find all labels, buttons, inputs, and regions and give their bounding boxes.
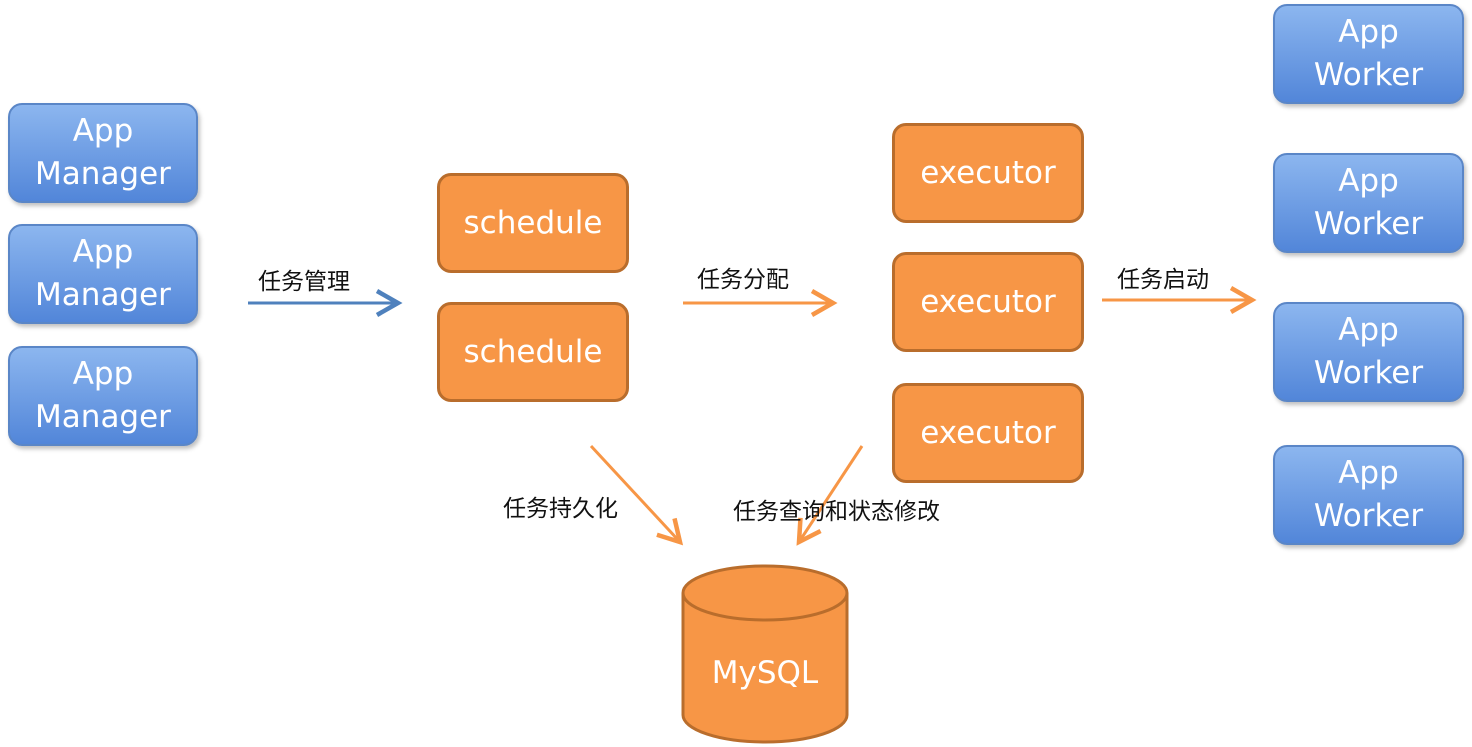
app-worker-label-line1: App bbox=[1338, 163, 1399, 199]
app-worker-label-line2: Worker bbox=[1313, 206, 1424, 242]
app-worker-label-line1: App bbox=[1338, 312, 1399, 348]
edge-label-task-management: 任务管理 bbox=[258, 269, 350, 295]
executor-box: executor bbox=[892, 252, 1084, 352]
executor-label: executor bbox=[920, 155, 1056, 191]
mysql-database-cylinder bbox=[681, 564, 849, 744]
app-manager-label-line2: Manager bbox=[35, 399, 171, 435]
arrow-task-persistence bbox=[589, 444, 684, 546]
edge-label-task-query-status: 任务查询和状态修改 bbox=[733, 499, 940, 525]
executor-box: executor bbox=[892, 123, 1084, 223]
app-manager-label-line1: App bbox=[72, 356, 134, 392]
executor-label: executor bbox=[920, 284, 1056, 320]
app-worker-label-line1: App bbox=[1338, 455, 1399, 491]
app-worker-label-line2: Worker bbox=[1313, 57, 1424, 93]
edge-label-task-launch: 任务启动 bbox=[1117, 267, 1209, 293]
edge-label-task-persistence: 任务持久化 bbox=[503, 496, 618, 522]
schedule-box: schedule bbox=[437, 302, 629, 402]
schedule-label: schedule bbox=[463, 205, 603, 241]
app-manager-label-line2: Manager bbox=[35, 156, 171, 192]
app-manager-label-line2: Manager bbox=[35, 277, 171, 313]
edge-label-task-distribution: 任务分配 bbox=[697, 267, 789, 293]
executor-box: executor bbox=[892, 383, 1084, 483]
arrow-task-query-status bbox=[796, 445, 864, 546]
app-worker-label-line1: App bbox=[1338, 14, 1399, 50]
mysql-label: MySQL bbox=[711, 655, 819, 691]
app-worker-label-line2: Worker bbox=[1313, 355, 1424, 391]
app-worker-label-line2: Worker bbox=[1313, 498, 1424, 534]
schedule-box: schedule bbox=[437, 173, 629, 273]
executor-label: executor bbox=[920, 415, 1056, 451]
schedule-label: schedule bbox=[463, 334, 603, 370]
app-manager-label-line1: App bbox=[72, 113, 134, 149]
app-manager-label-line1: App bbox=[72, 234, 134, 270]
